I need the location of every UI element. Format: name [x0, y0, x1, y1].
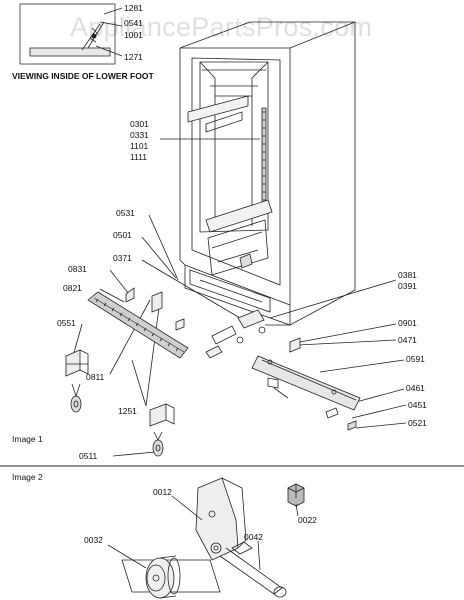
label-0391: 0391 [398, 281, 417, 291]
label-0042: 0042 [244, 532, 263, 542]
label-0022: 0022 [298, 515, 317, 525]
label-0331: 0331 [130, 130, 149, 140]
label-stack-0381-0391: 0381 0391 [398, 270, 417, 292]
label-0501: 0501 [113, 230, 132, 240]
label-1001: 1001 [124, 30, 143, 40]
label-0521: 0521 [408, 418, 427, 428]
label-0451: 0451 [408, 400, 427, 410]
label-0012: 0012 [153, 487, 172, 497]
right-foot-assembly [149, 403, 175, 457]
label-0591: 0591 [406, 354, 425, 364]
label-1251: 1251 [118, 406, 137, 416]
label-0811: 0811 [86, 372, 105, 382]
label-0461: 0461 [406, 383, 425, 393]
label-0831: 0831 [68, 264, 87, 274]
label-1281: 1281 [124, 3, 143, 13]
label-0551: 0551 [57, 318, 76, 328]
label-1271: 1271 [124, 52, 143, 62]
label-0541: 0541 [124, 18, 143, 28]
rear-rail-assembly [251, 337, 361, 431]
label-0531: 0531 [116, 208, 135, 218]
lower-foot-inset [19, 3, 123, 65]
inset-caption: VIEWING INSIDE OF LOWER FOOT [12, 71, 154, 81]
label-stack-0301-1111: 0301 0331 1101 1111 [130, 119, 149, 163]
label-0901: 0901 [398, 318, 417, 328]
image-1-label: Image 1 [12, 434, 43, 444]
label-0471: 0471 [398, 335, 417, 345]
label-0301: 0301 [130, 119, 149, 129]
label-0511: 0511 [79, 451, 98, 461]
label-0381: 0381 [398, 270, 417, 280]
label-0032: 0032 [84, 535, 103, 545]
caster-detail [121, 477, 305, 599]
label-1111: 1111 [130, 152, 148, 162]
kickplate-grille [87, 291, 189, 359]
image-2-label: Image 2 [12, 472, 43, 482]
refrigerator-cabinet [179, 21, 356, 326]
left-foot-assembly [65, 349, 89, 413]
label-0821: 0821 [63, 283, 82, 293]
label-1101: 1101 [130, 141, 149, 151]
label-0371: 0371 [113, 253, 132, 263]
watermark: AppliancePartsPros.com [70, 12, 373, 42]
